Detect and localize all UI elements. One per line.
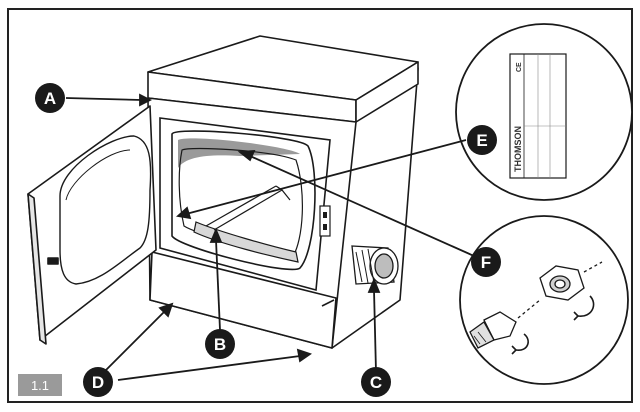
callout-f: F [471,247,501,277]
dryer-door [27,105,157,345]
svg-text:B: B [214,335,226,354]
rotate-arrow-icon [577,295,595,317]
svg-text:D: D [92,373,104,392]
rating-plate-inset: THOMSON CE [455,23,633,201]
lower-panel [149,251,337,349]
callout-c: C [361,367,391,397]
rating-plate-brand: THOMSON [513,126,523,172]
svg-text:F: F [481,253,491,272]
connector-inset [459,215,629,385]
door-inner-bowl [59,135,152,285]
callout-a: A [35,83,65,113]
door-switch [319,205,331,237]
svg-text:C: C [370,373,382,392]
drum-shade [178,138,300,168]
callout-b: B [205,329,235,359]
figure-number-badge: 1.1 [18,374,62,396]
svg-text:1.1: 1.1 [31,378,49,393]
svg-text:A: A [44,89,56,108]
rotate-arrow-icon [515,333,529,351]
door-latch [47,257,59,265]
leader-lines [65,93,475,381]
exhaust-hose [351,245,399,285]
callout-e: E [467,125,497,155]
svg-text:E: E [476,131,487,150]
callout-d: D [83,367,113,397]
door-opening [159,117,331,292]
ce-mark: CE [516,62,523,72]
